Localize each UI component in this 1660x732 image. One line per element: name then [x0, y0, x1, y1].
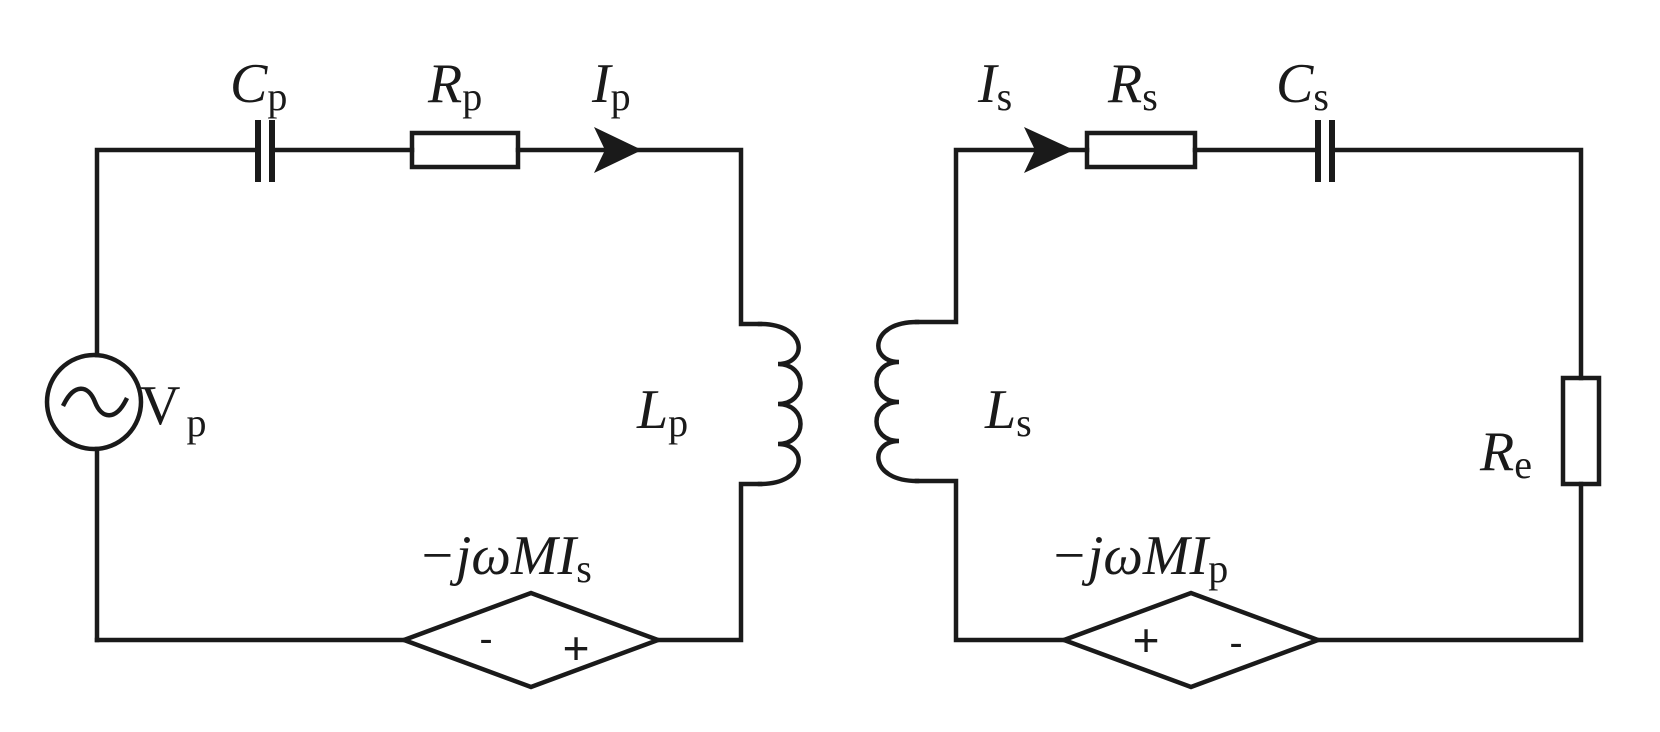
label-re: Re — [1479, 421, 1532, 487]
dependent-source-primary-right-sign: + — [563, 622, 590, 674]
secondary-circuit: + - Is Rs Cs Ls Re −jωMIp — [874, 53, 1602, 690]
dependent-source-primary-left-sign: - — [479, 617, 492, 661]
resistor-re — [1560, 375, 1602, 487]
label-cp: Cp — [230, 53, 287, 119]
capacitor-cp — [255, 120, 275, 182]
current-arrow-ip — [594, 127, 642, 173]
label-ls: Ls — [984, 379, 1032, 445]
primary-left-wire-top — [94, 147, 261, 358]
primary-top-right-wire — [515, 147, 763, 327]
resistor-rs — [1084, 130, 1198, 170]
dependent-source-secondary-right-sign: - — [1229, 621, 1242, 665]
current-arrow-is — [1024, 127, 1074, 173]
label-lp: Lp — [636, 379, 688, 445]
dependent-source-secondary-left-sign: + — [1133, 614, 1160, 666]
secondary-left-lower-wire — [914, 478, 1067, 643]
inductor-ls — [874, 319, 920, 484]
dependent-source-secondary — [1057, 590, 1325, 690]
label-cs: Cs — [1276, 53, 1329, 119]
inductor-lp — [757, 321, 803, 487]
capacitor-cs — [1315, 120, 1335, 182]
resistor-rp — [409, 130, 521, 170]
secondary-top-right-wire — [1329, 147, 1584, 381]
primary-right-lower-wire — [655, 481, 763, 643]
label-rs: Rs — [1107, 53, 1158, 119]
sine-wave-icon — [60, 386, 130, 418]
label-ip: Ip — [591, 53, 631, 119]
secondary-right-lower-wire — [1315, 481, 1584, 643]
secondary-top-left-wire — [914, 147, 1090, 325]
label-is: Is — [977, 53, 1012, 119]
label-dependent-source-primary: −jωMIs — [418, 525, 592, 591]
dependent-source-primary — [397, 590, 665, 690]
label-dependent-source-secondary: −jωMIp — [1050, 525, 1228, 591]
label-rp: Rp — [427, 53, 482, 119]
ac-voltage-source — [44, 352, 144, 452]
